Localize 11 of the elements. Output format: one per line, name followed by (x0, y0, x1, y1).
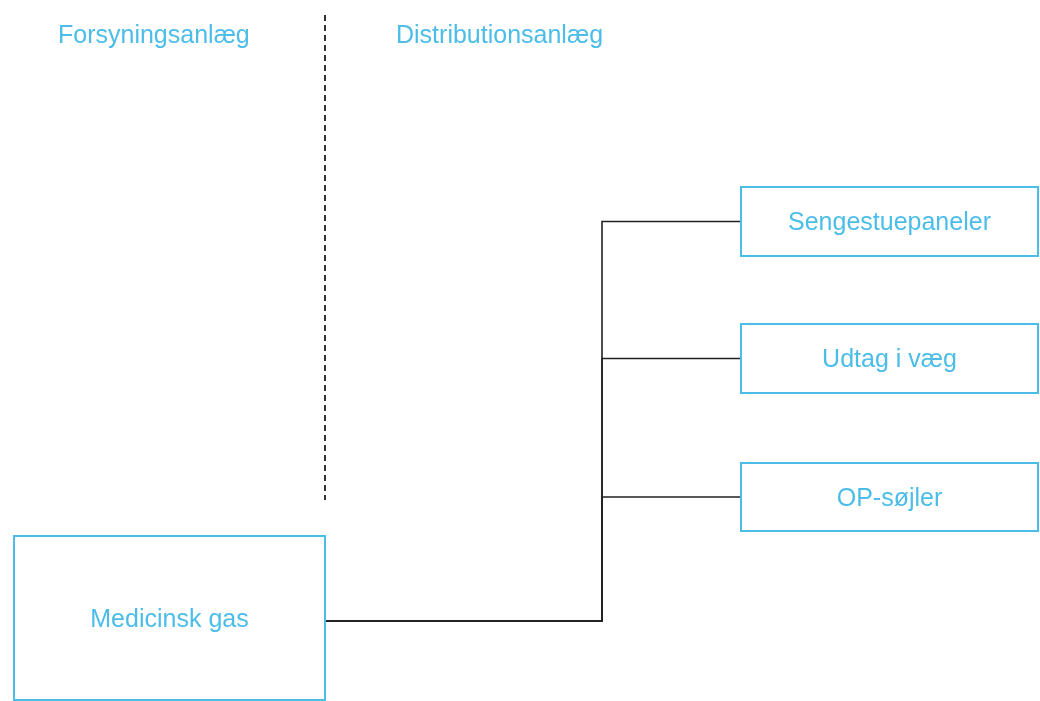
process-box (740, 186, 1039, 257)
section-heading: Forsyningsanlæg (58, 20, 250, 49)
node-label: Sengestuepaneler (788, 207, 991, 236)
section-heading: Distributionsanlæg (396, 20, 604, 49)
process-box (13, 535, 326, 701)
process-box (740, 323, 1039, 394)
node-label: OP-søjler (836, 482, 943, 512)
node-label: Medicinsk gas (90, 603, 249, 633)
node-label: Udtag i væg (822, 344, 957, 373)
process-box (740, 462, 1039, 532)
connector-line (325, 496, 741, 622)
